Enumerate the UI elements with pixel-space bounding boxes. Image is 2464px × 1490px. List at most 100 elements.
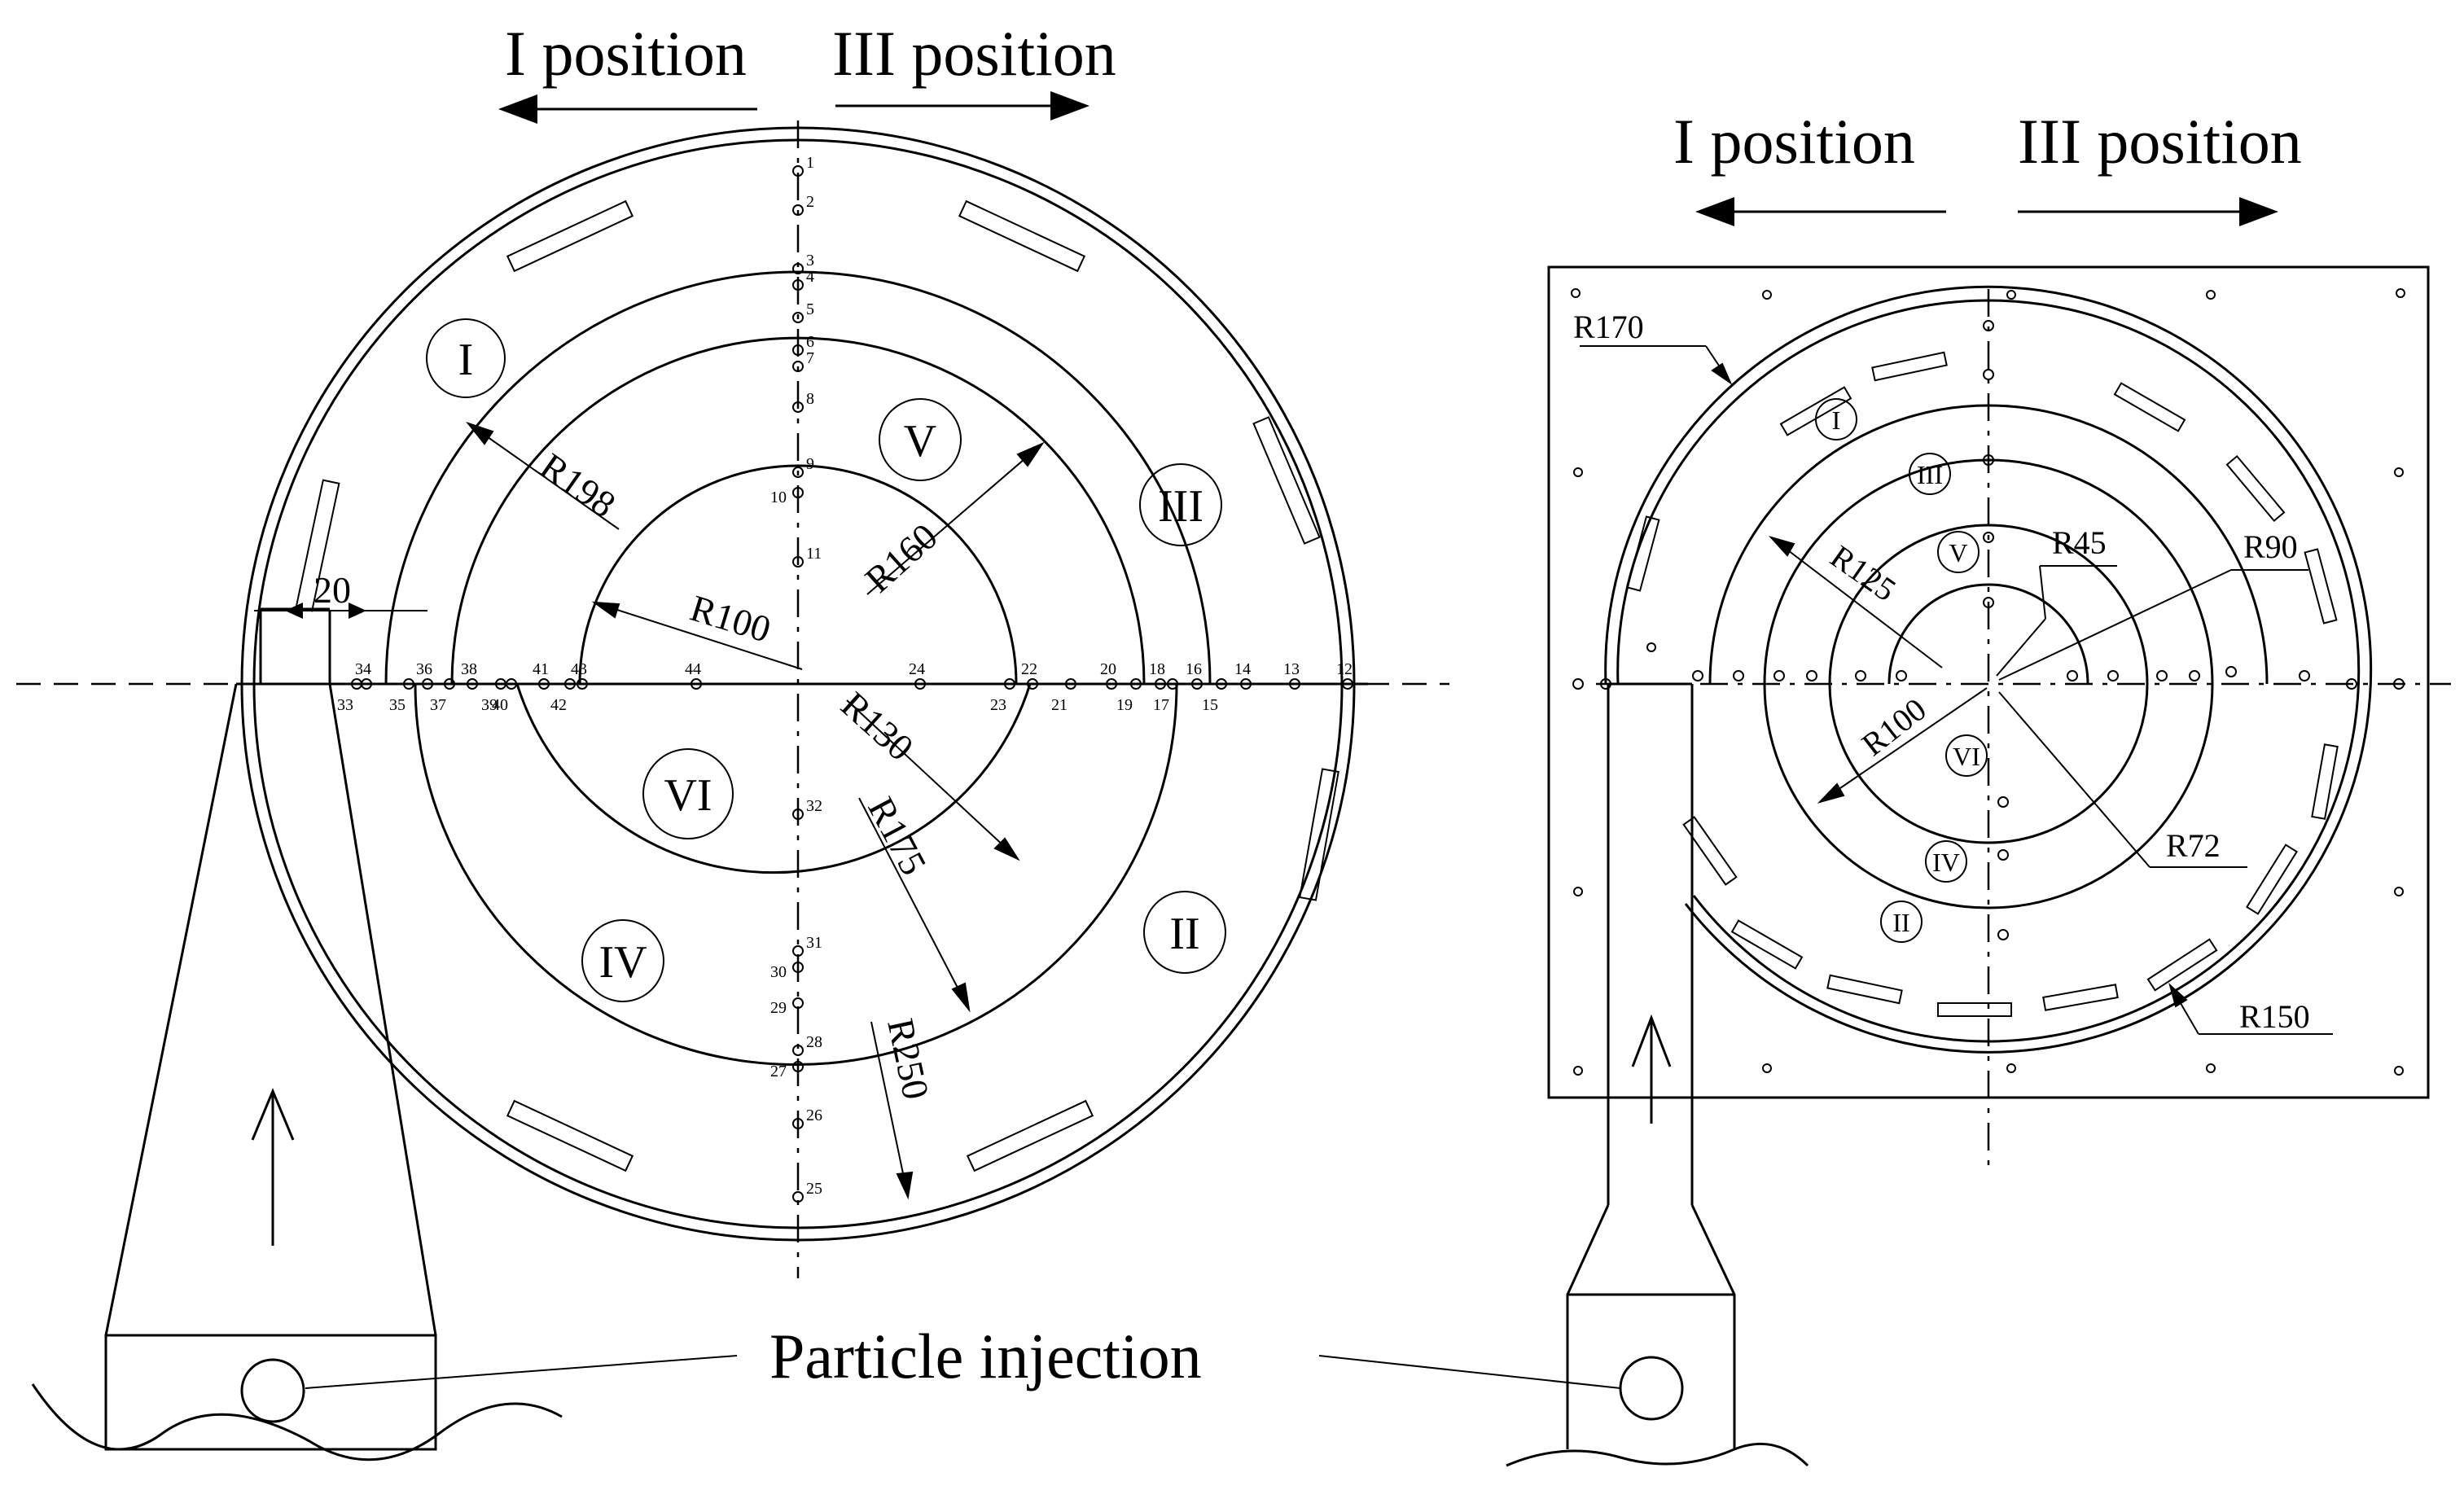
measurement-point [1065, 678, 1076, 690]
left-point-label-24: 24 [909, 660, 925, 678]
measurement-point [792, 556, 804, 568]
left-arrow-right-icon [835, 91, 1090, 121]
measurement-point [1289, 678, 1300, 690]
measurement-point [792, 487, 804, 498]
measurement-point [403, 678, 414, 690]
left-point-label-26: 26 [806, 1107, 822, 1124]
right-radius-r72: R72 [2166, 827, 2221, 864]
measurement-point [467, 678, 478, 690]
measurement-point [1027, 678, 1038, 690]
measurement-point [1130, 678, 1142, 690]
right-zone-i: I [1832, 405, 1841, 435]
left-view: I position III position [16, 18, 1449, 1462]
left-arc-r130 [515, 683, 1032, 874]
right-zone-v: V [1949, 538, 1967, 568]
left-point-label-35: 35 [389, 696, 406, 714]
measurement-point [792, 361, 804, 372]
particle-injection-callout: Particle injection [305, 1321, 1621, 1391]
left-point-label-34: 34 [355, 660, 371, 678]
right-ring-slots [1626, 351, 2339, 1017]
left-arc-r160 [450, 336, 1146, 685]
measurement-point [691, 678, 702, 690]
measurement-point [792, 962, 804, 973]
right-radius-r150: R150 [2239, 998, 2310, 1035]
right-zone-ii: II [1892, 908, 1909, 937]
left-point-label-2: 2 [806, 193, 814, 211]
left-point-label-16: 16 [1186, 660, 1202, 678]
right-measurement-points [1600, 320, 2357, 940]
left-zone-iii: III [1158, 481, 1204, 532]
left-point-label-7: 7 [806, 349, 814, 367]
measurement-point [444, 678, 455, 690]
left-point-label-4: 4 [806, 268, 814, 286]
left-point-label-9: 9 [806, 455, 814, 473]
right-arc-r45 [1887, 583, 2089, 685]
measurement-point [1004, 678, 1015, 690]
right-outer-ring-outer [1604, 285, 2373, 1054]
measurement-point [1240, 678, 1252, 690]
right-circle-r72 [1828, 524, 2149, 844]
left-point-label-30: 30 [770, 963, 787, 981]
measurement-point [361, 678, 372, 690]
left-radius-r130: R130 [833, 684, 921, 769]
right-arrow-right-icon [2018, 197, 2278, 226]
left-zone-i: I [458, 335, 474, 385]
measurement-point [1342, 678, 1353, 690]
right-view: I position III position [1506, 106, 2451, 1467]
left-point-label-1: 1 [806, 154, 814, 172]
left-point-label-10: 10 [770, 489, 787, 506]
left-point-label-5: 5 [806, 300, 814, 318]
left-point-label-32: 32 [806, 797, 822, 815]
right-direction-i-label: I position [1673, 106, 1915, 177]
left-point-label-15: 15 [1202, 696, 1218, 714]
right-radius-r125: R125 [1824, 538, 1903, 609]
left-point-label-25: 25 [806, 1180, 822, 1198]
right-radius-r90: R90 [2243, 528, 2298, 565]
left-radius-r175: R175 [860, 791, 935, 882]
left-zone-vi: VI [664, 770, 712, 821]
left-zone-iv: IV [598, 937, 647, 988]
left-point-label-22: 22 [1021, 660, 1037, 678]
left-point-label-27: 27 [770, 1063, 787, 1080]
left-radius-leaders [466, 421, 1045, 1200]
left-zone-v: V [904, 416, 936, 467]
left-point-label-23: 23 [990, 696, 1006, 714]
right-inlet-duct [1506, 682, 1809, 1467]
left-point-label-39: 39 [481, 696, 498, 714]
right-radius-leaders [1580, 345, 2333, 1035]
measurement-point [792, 809, 804, 820]
left-radius-r250: R250 [879, 1015, 937, 1102]
measurement-point [1106, 678, 1117, 690]
left-direction-i-label: I position [505, 18, 747, 89]
left-gap-label: 20 [313, 569, 351, 611]
left-point-label-14: 14 [1234, 660, 1251, 678]
right-direction-iii-label: III position [2018, 106, 2302, 177]
left-point-label-19: 19 [1116, 696, 1133, 714]
left-direction-iii-label: III position [832, 18, 1116, 89]
measurement-point [792, 279, 804, 291]
measurement-point [506, 678, 517, 690]
right-arrow-left-icon [1695, 197, 1946, 226]
left-point-label-43: 43 [571, 660, 587, 678]
left-point-label-36: 36 [416, 660, 432, 678]
measurement-point [1191, 678, 1203, 690]
right-zone-iii: III [1917, 460, 1943, 489]
left-point-label-3: 3 [806, 252, 814, 270]
measurement-point [422, 678, 433, 690]
measurement-point [792, 204, 804, 216]
measurement-point [577, 678, 588, 690]
measurement-point [792, 1191, 804, 1203]
measurement-point [914, 678, 926, 690]
left-point-label-44: 44 [685, 660, 701, 678]
right-circle-r100 [1763, 458, 2214, 909]
left-injection-port [240, 1358, 305, 1423]
measurement-point [1155, 678, 1166, 690]
right-radius-r170: R170 [1573, 309, 1644, 345]
right-zone-vi: VI [1953, 742, 1980, 771]
left-point-label-29: 29 [770, 999, 787, 1017]
left-arrow-left-icon [498, 94, 757, 124]
measurement-point [792, 344, 804, 356]
left-zone-ii: II [1169, 909, 1199, 959]
